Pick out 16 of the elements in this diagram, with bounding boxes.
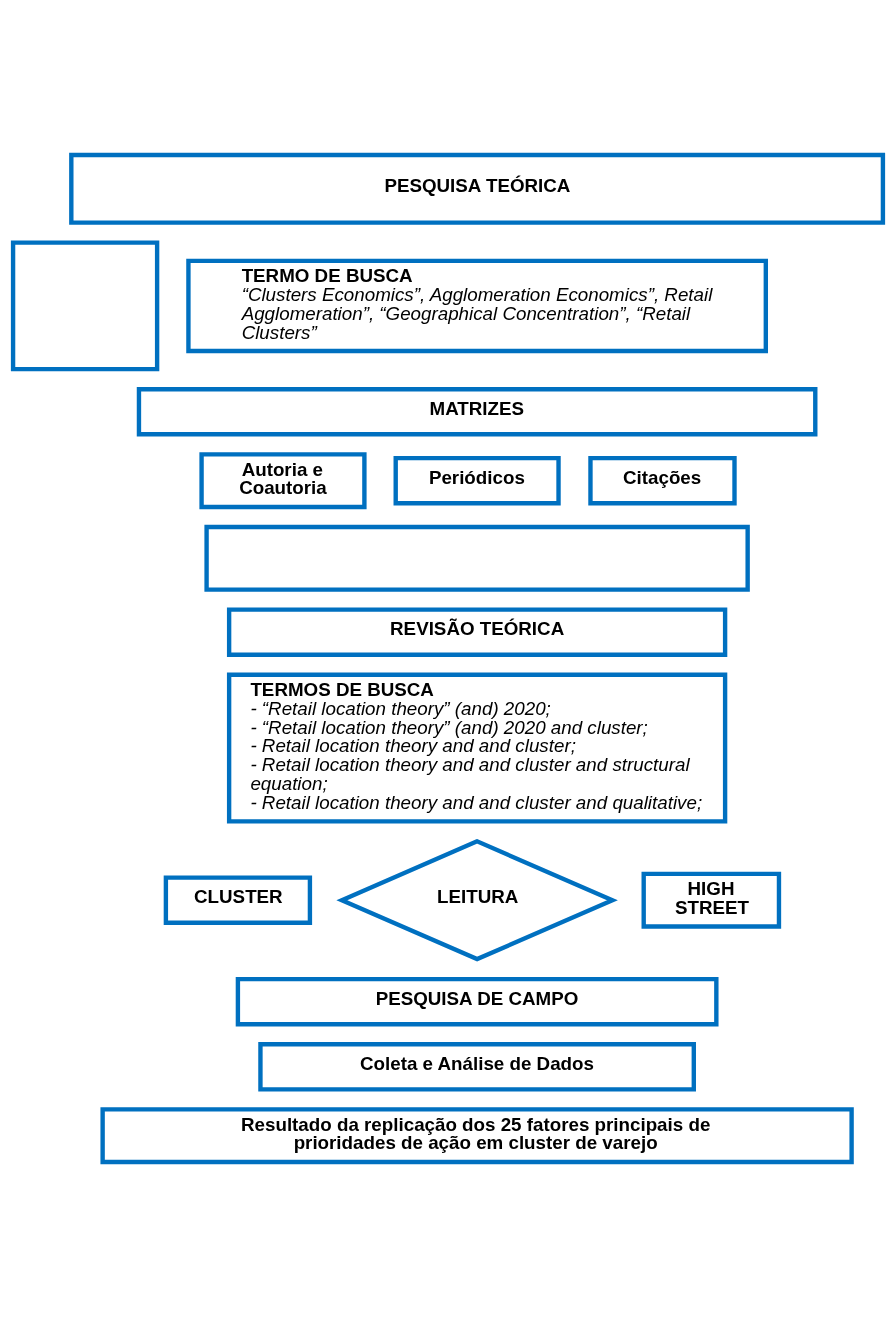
node-box: PESQUISA DE CAMPO [235,976,719,1027]
node-box [204,524,750,592]
node-box: TERMO DE BUSCA “Clusters Economics”, Agglomeration Economics”, Retail Agglomeration”, “Geographical Concentration”, “Retail Clusters” [186,258,768,354]
node-diamond: LEITURA [336,838,618,962]
node-box: Resultado da replicação dos 25 fatores principais de prioridades de ação em cluster de varejo [100,1107,854,1165]
node-box: MATRIZES [136,387,818,437]
node-box: TERMOS DE BUSCA - “Retail location theory” (and) 2020; - “Retail location theory” (and) 2020 and cluster; - Retail location theory and and cluster; - Retail location theory and and cluster and structural equation; - Retail location theory and and cluster and qualitative; [226,672,728,824]
node-box: REVISÃO TEÓRICA [226,607,728,657]
node-box [10,240,160,372]
node-box: HIGH STREET [641,871,782,929]
node-box: Autoria e Coautoria [199,452,367,510]
node-box: Citações [588,455,737,506]
node-box: PESQUISA TEÓRICA [69,152,886,225]
node-box: CLUSTER [163,875,313,925]
node-box: Periódicos [393,455,561,506]
node-box: Coleta e Análise de Dados [258,1042,696,1092]
